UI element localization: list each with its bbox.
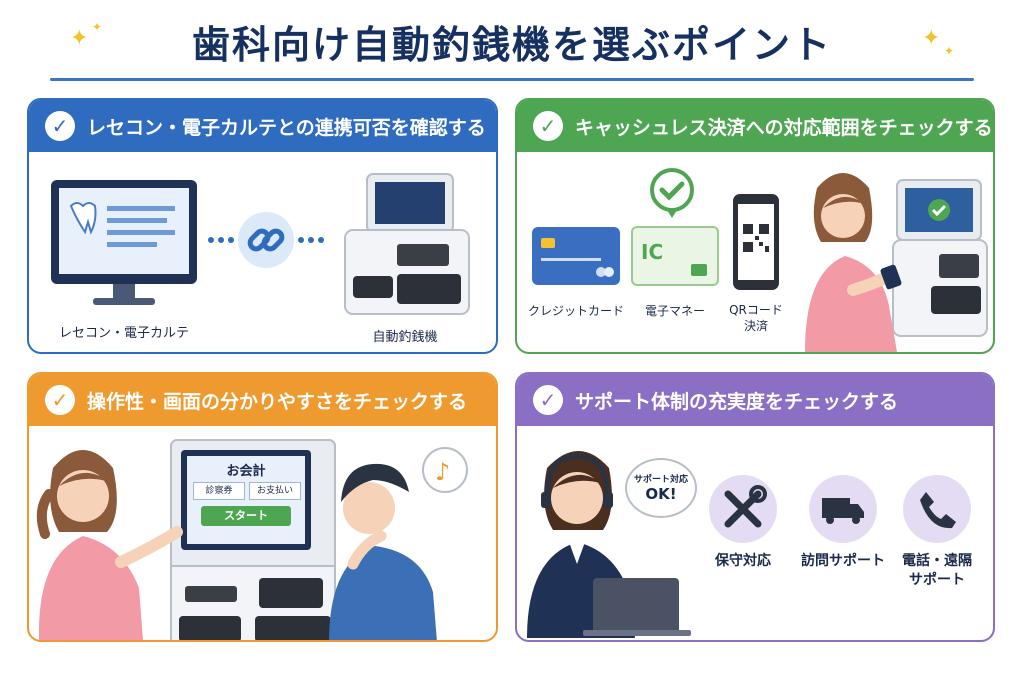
woman-paying-illustration xyxy=(805,173,988,352)
truck-icon xyxy=(809,475,877,543)
support-ok-bubble: サポート対応 OK! xyxy=(625,458,697,518)
title-underline xyxy=(50,78,974,81)
credit-card-icon xyxy=(532,227,620,285)
card-heading-text: サポート体制の充実度をチェックする xyxy=(575,390,899,413)
card-usability: ✓ 操作性・画面の分かりやすさをチェックする お会計 診察券 お支払い スタート… xyxy=(27,372,498,642)
card-heading: ✓ 操作性・画面の分かりやすさをチェックする xyxy=(29,374,496,426)
label-machine: 自動釣銭機 xyxy=(372,330,438,345)
label-credit: クレジットカード xyxy=(527,304,624,318)
man-thinking-illustration: ♪ xyxy=(329,447,468,640)
card-heading: ✓ サポート体制の充実度をチェックする xyxy=(517,374,993,426)
kiosk-screen: お会計 診察券 お支払い スタート xyxy=(181,450,311,550)
service-label: 訪問サポート xyxy=(801,553,885,569)
ic-card-icon: IC xyxy=(631,226,719,286)
phone-icon xyxy=(903,475,971,543)
smartphone-qr-icon xyxy=(733,194,779,290)
check-icon: ✓ xyxy=(45,111,75,141)
start-button[interactable]: スタート xyxy=(201,506,291,526)
service-visit: 訪問サポート xyxy=(793,474,893,571)
check-icon: ✓ xyxy=(45,385,75,415)
sparkle-icon-left: ✦ xyxy=(70,26,89,51)
link-icon xyxy=(208,212,324,268)
service-label: 電話・遠隔 サポート xyxy=(902,553,972,588)
card-support: ✓ サポート体制の充実度をチェックする サポート対応 OK! 保守対応 xyxy=(515,372,995,642)
svg-text:♪: ♪ xyxy=(435,458,450,486)
card-heading-text: 操作性・画面の分かりやすさをチェックする xyxy=(87,390,468,413)
card-cashless: ✓ キャッシュレス決済への対応範囲をチェックする クレジットカード IC 電子マ… xyxy=(515,98,995,354)
service-maintenance: 保守対応 xyxy=(703,474,783,571)
card-heading-text: レセコン・電子カルテとの連携可否を確認する xyxy=(87,116,486,139)
woman-operating-illustration xyxy=(36,450,183,640)
label-qr: QRコード 決済 xyxy=(729,303,783,333)
card-heading-text: キャッシュレス決済への対応範囲をチェックする xyxy=(575,116,993,139)
label-emoney: 電子マネー xyxy=(644,304,705,318)
operator-illustration xyxy=(527,451,691,638)
check-icon: ✓ xyxy=(533,385,563,415)
card-heading: ✓ キャッシュレス決済への対応範囲をチェックする xyxy=(517,100,993,152)
card-heading: ✓ レセコン・電子カルテとの連携可否を確認する xyxy=(29,100,496,152)
check-bubble-icon xyxy=(650,168,694,218)
bubble-line2: OK! xyxy=(645,485,677,503)
ic-label: IC xyxy=(641,240,664,264)
label-pc: レセコン・電子カルテ xyxy=(58,326,189,341)
monitor-icon xyxy=(51,180,197,305)
screen-title: お会計 xyxy=(226,464,266,479)
cash-machine-icon xyxy=(344,173,470,315)
service-label: 保守対応 xyxy=(715,553,771,569)
bubble-line1: サポート対応 xyxy=(633,475,688,485)
tools-icon xyxy=(709,475,777,543)
service-phone: 電話・遠隔 サポート xyxy=(887,474,987,590)
check-icon: ✓ xyxy=(533,111,563,141)
payment-button[interactable]: お支払い xyxy=(249,482,301,500)
sparkle-icon-right: ✦ xyxy=(922,26,941,51)
card-integration: ✓ レセコン・電子カルテとの連携可否を確認する レセコン・電子カルテ 自動釣銭機 xyxy=(27,98,498,354)
page-title: 歯科向け自動釣銭機を選ぶポイント xyxy=(191,23,832,67)
patient-card-button[interactable]: 診察券 xyxy=(193,482,245,500)
sparkle-icon-left-small: ✦ xyxy=(92,20,103,34)
sparkle-icon-right-small: ✦ xyxy=(944,44,955,58)
